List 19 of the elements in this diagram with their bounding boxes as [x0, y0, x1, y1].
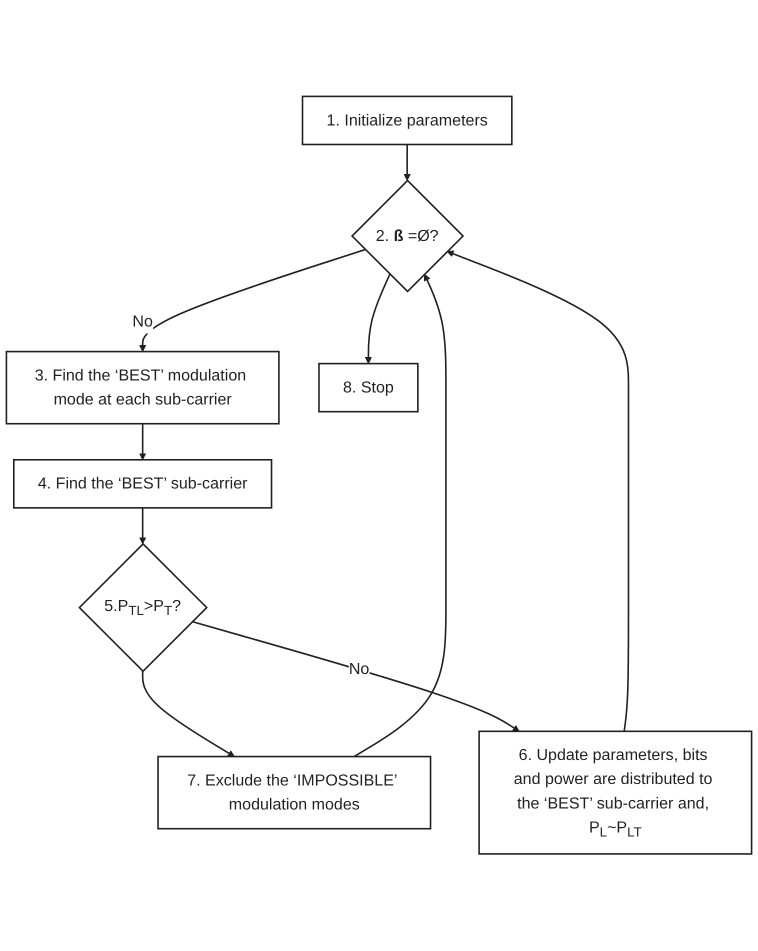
arrow: [139, 249, 366, 352]
arrow: [139, 508, 146, 545]
arrow: [139, 424, 146, 460]
arrow: [354, 274, 447, 758]
edge-label: No: [348, 660, 370, 678]
edge-label: No: [132, 313, 153, 331]
node-box: 4. Find the ‘BEST’ sub-carrier: [13, 459, 272, 509]
arrow: [192, 621, 520, 732]
arrow: [404, 144, 411, 182]
node-box: 3. Find the ‘BEST’ modulation mode at each sub-carrier: [6, 351, 280, 425]
node-box: 8. Stop: [318, 363, 419, 413]
node-box: 6. Update parameters, bits and power are distributed to the ‘BEST’ sub-carrier and, P$_{L}$~P$_{LT}$: [478, 730, 752, 856]
arrow: [446, 250, 630, 732]
node-diamond: 2. ß =Ø?: [350, 180, 464, 293]
node-box: 7. Exclude the ‘IMPOSSIBLE’ modulation modes: [157, 756, 432, 830]
node-diamond: 5.P$_{TL}$>P$_{T}$?: [78, 543, 208, 673]
node-box: 1. Initialize parameters: [302, 96, 513, 146]
arrow: [364, 274, 391, 364]
arrow: [142, 672, 235, 758]
